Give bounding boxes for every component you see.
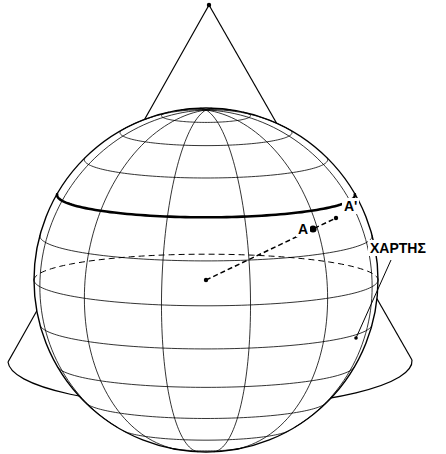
map-label: ΧΑΡΤΗΣ (368, 240, 428, 256)
projection-ray (206, 218, 336, 280)
meridian (84, 110, 206, 449)
point-a (309, 225, 316, 232)
leader-line (356, 260, 391, 338)
parallel (84, 157, 327, 178)
sphere-center (204, 278, 208, 282)
parallel (161, 112, 250, 122)
point-label: A' (342, 198, 359, 214)
sphere-fill (34, 108, 378, 452)
leader-dot (354, 336, 358, 340)
meridian (206, 110, 251, 452)
sphere-outline (34, 108, 378, 452)
tangent-parallel (57, 193, 355, 217)
cone-apex (207, 3, 210, 6)
meridian (206, 110, 328, 449)
graticule (34, 108, 378, 452)
parallel (34, 280, 378, 306)
parallel (40, 326, 371, 349)
point-a-prime (334, 216, 338, 220)
parallel (123, 431, 288, 440)
meridian (161, 110, 206, 452)
meridian (206, 110, 372, 428)
parallel (120, 130, 292, 146)
meridian (40, 110, 206, 428)
point-label: A (296, 221, 310, 237)
